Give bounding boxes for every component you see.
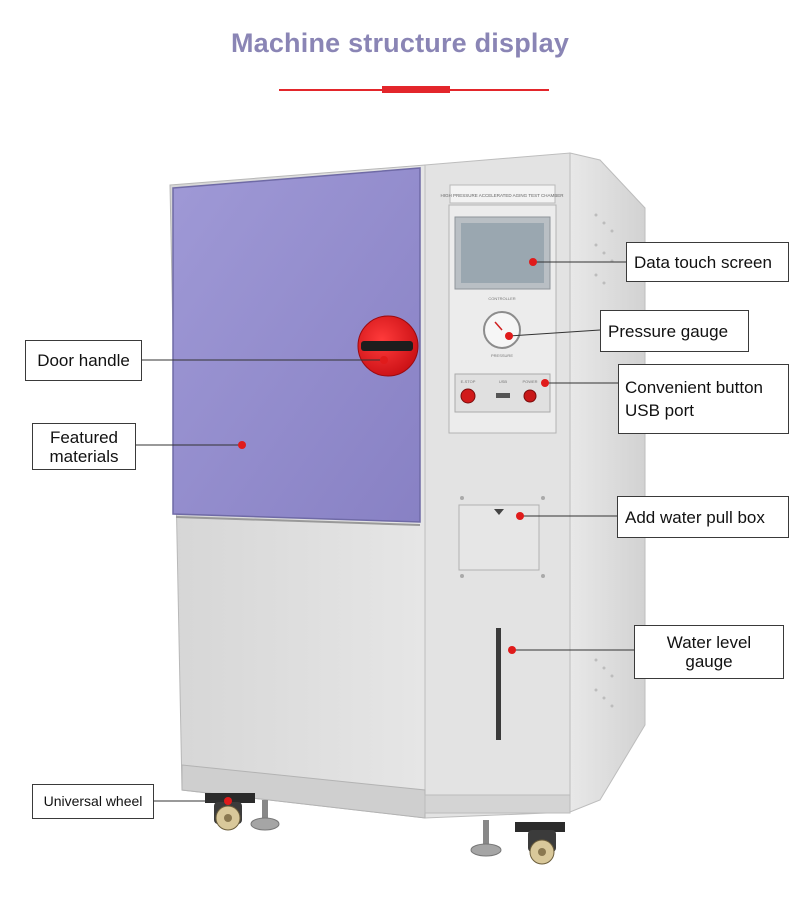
marker-dot-screen xyxy=(529,258,537,266)
leader-lines xyxy=(136,261,634,802)
touch-screen xyxy=(461,223,544,283)
leveling-foot-right xyxy=(470,820,502,857)
water-level-slot xyxy=(496,628,501,740)
marker-dot-wheel xyxy=(224,797,232,805)
marker-dot-water-level xyxy=(508,646,516,654)
callout-label: Universal wheel xyxy=(43,793,143,809)
callout-label-usb: USB port xyxy=(625,401,694,420)
leveling-foot-left xyxy=(250,800,280,831)
callout-door-handle: Door handle xyxy=(25,340,142,381)
name-plate xyxy=(449,184,556,204)
callout-pressure-gauge: Pressure gauge xyxy=(600,310,749,352)
callout-label-line2: materials xyxy=(49,446,119,466)
callout-label-line1: Water level xyxy=(666,633,752,652)
callout-universal-wheel: Universal wheel xyxy=(32,784,154,819)
page-title: Machine structure display xyxy=(230,28,570,58)
callout-convenient-button: Convenient button USB port xyxy=(618,364,789,434)
e-stop-button xyxy=(460,388,476,404)
marker-dot-gauge xyxy=(505,332,513,340)
power-button xyxy=(523,389,537,403)
marker-dot-pull-box xyxy=(516,512,524,520)
callout-label: Door handle xyxy=(37,351,130,370)
pressure-label: PRESSURE xyxy=(491,353,513,358)
side-vent-holes xyxy=(594,213,614,708)
usb-label: USB xyxy=(499,379,508,384)
usb-port xyxy=(496,393,510,398)
callout-label: Data touch screen xyxy=(634,252,772,272)
callout-add-water-pull-box: Add water pull box xyxy=(617,496,789,538)
stop-label: E-STOP xyxy=(461,379,476,384)
callout-label: Convenient button xyxy=(625,378,763,397)
callout-label: Pressure gauge xyxy=(608,321,729,341)
title-underline-accent xyxy=(382,86,450,93)
marker-dot-materials xyxy=(238,441,246,449)
wheel-front-right xyxy=(515,822,565,865)
controller-label: CONTROLLER xyxy=(488,296,515,301)
callout-label-line1: Featured xyxy=(49,427,119,447)
callout-data-touch-screen: Data touch screen xyxy=(626,242,789,282)
marker-dot-handle xyxy=(380,356,388,364)
callout-water-level-gauge: Water level gauge xyxy=(634,625,784,679)
marker-dot-button xyxy=(541,379,549,387)
name-plate-text: HIGH PRESSURE ACCELERATED AGING TEST CHA… xyxy=(440,193,564,198)
power-label: POWER xyxy=(522,379,537,384)
callout-label-line2: gauge xyxy=(685,652,733,671)
callout-label: Add water pull box xyxy=(625,507,765,527)
door-handle xyxy=(357,315,419,377)
callout-featured-materials: Featured materials xyxy=(32,423,136,470)
door xyxy=(172,167,421,526)
